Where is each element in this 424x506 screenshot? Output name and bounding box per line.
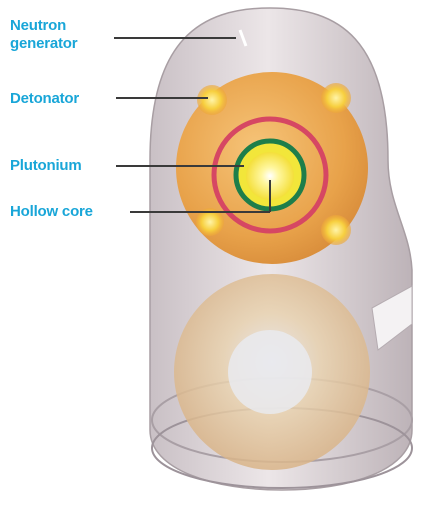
detonator-icon bbox=[197, 85, 227, 115]
label-plutonium: Plutonium bbox=[10, 157, 82, 175]
label-neutron-generator: Neutron generator bbox=[10, 17, 120, 53]
detonator-icon bbox=[321, 83, 351, 113]
label-hollow-core: Hollow core bbox=[10, 203, 93, 221]
lower-core bbox=[228, 330, 312, 414]
detonator-icon bbox=[321, 215, 351, 245]
label-detonator: Detonator bbox=[10, 90, 79, 108]
